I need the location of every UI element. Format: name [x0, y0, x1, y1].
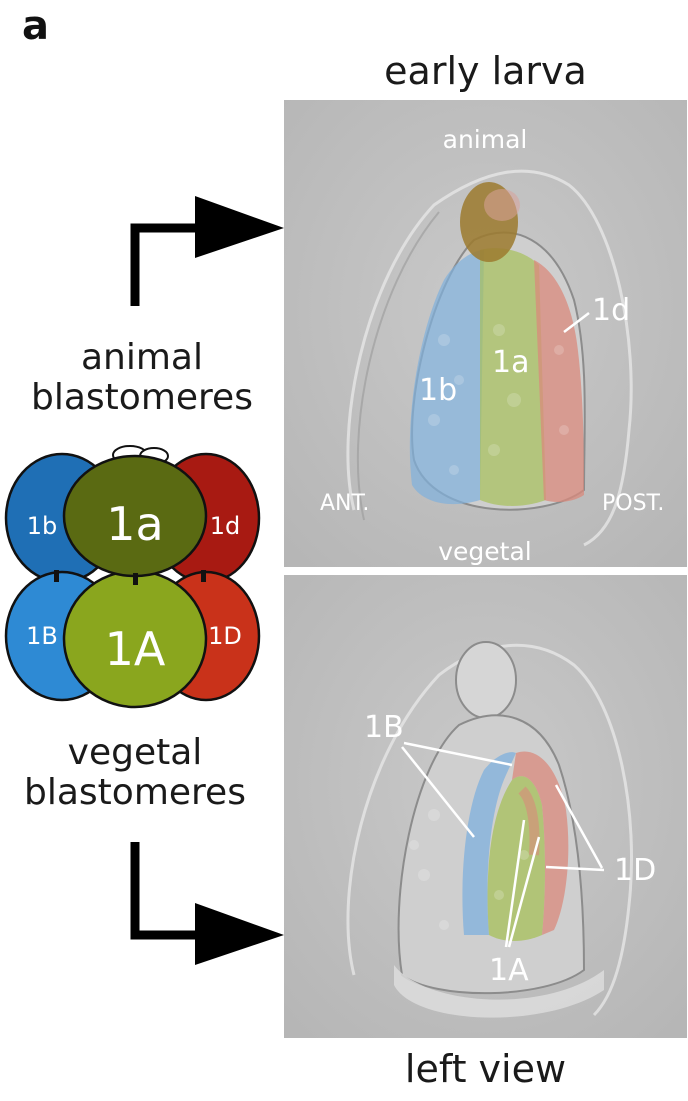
- embryo-diagram: 1b 1a 1d 1B 1A 1D: [0, 440, 270, 715]
- cell-label-1d: 1d: [210, 512, 241, 540]
- axis-vegetal: vegetal: [438, 537, 532, 566]
- junction-mark: [133, 573, 138, 585]
- arrow-to-top-panel: [135, 196, 284, 306]
- top-micrograph-image: animal vegetal ANT. POST. 1b 1a 1d: [284, 100, 687, 567]
- arrow-to-bottom-panel: [135, 842, 284, 965]
- top-micrograph: animal vegetal ANT. POST. 1b 1a 1d: [284, 100, 687, 567]
- axis-post: POST.: [602, 491, 664, 516]
- bottom-micrograph-image: 1B 1A 1D: [284, 575, 687, 1038]
- bottom-micrograph: 1B 1A 1D: [284, 575, 687, 1038]
- cell-label-1b: 1b: [27, 512, 58, 540]
- label-1a: 1a: [492, 345, 529, 380]
- label-1A: 1A: [489, 953, 529, 988]
- axis-animal: animal: [443, 125, 528, 154]
- label-1b: 1b: [419, 373, 457, 408]
- cell-label-1A: 1A: [105, 622, 166, 676]
- junction-mark: [54, 570, 59, 582]
- top-title: early larva: [284, 52, 687, 90]
- bottom-title: left view: [284, 1050, 687, 1088]
- label-1d: 1d: [592, 293, 630, 328]
- axis-ant: ANT.: [320, 491, 369, 516]
- label-1B: 1B: [364, 710, 404, 745]
- cell-label-1a: 1a: [106, 497, 163, 551]
- junction-mark: [201, 570, 206, 582]
- label-1D: 1D: [614, 853, 656, 888]
- cell-label-1B: 1B: [26, 622, 58, 650]
- cell-label-1D: 1D: [208, 622, 242, 650]
